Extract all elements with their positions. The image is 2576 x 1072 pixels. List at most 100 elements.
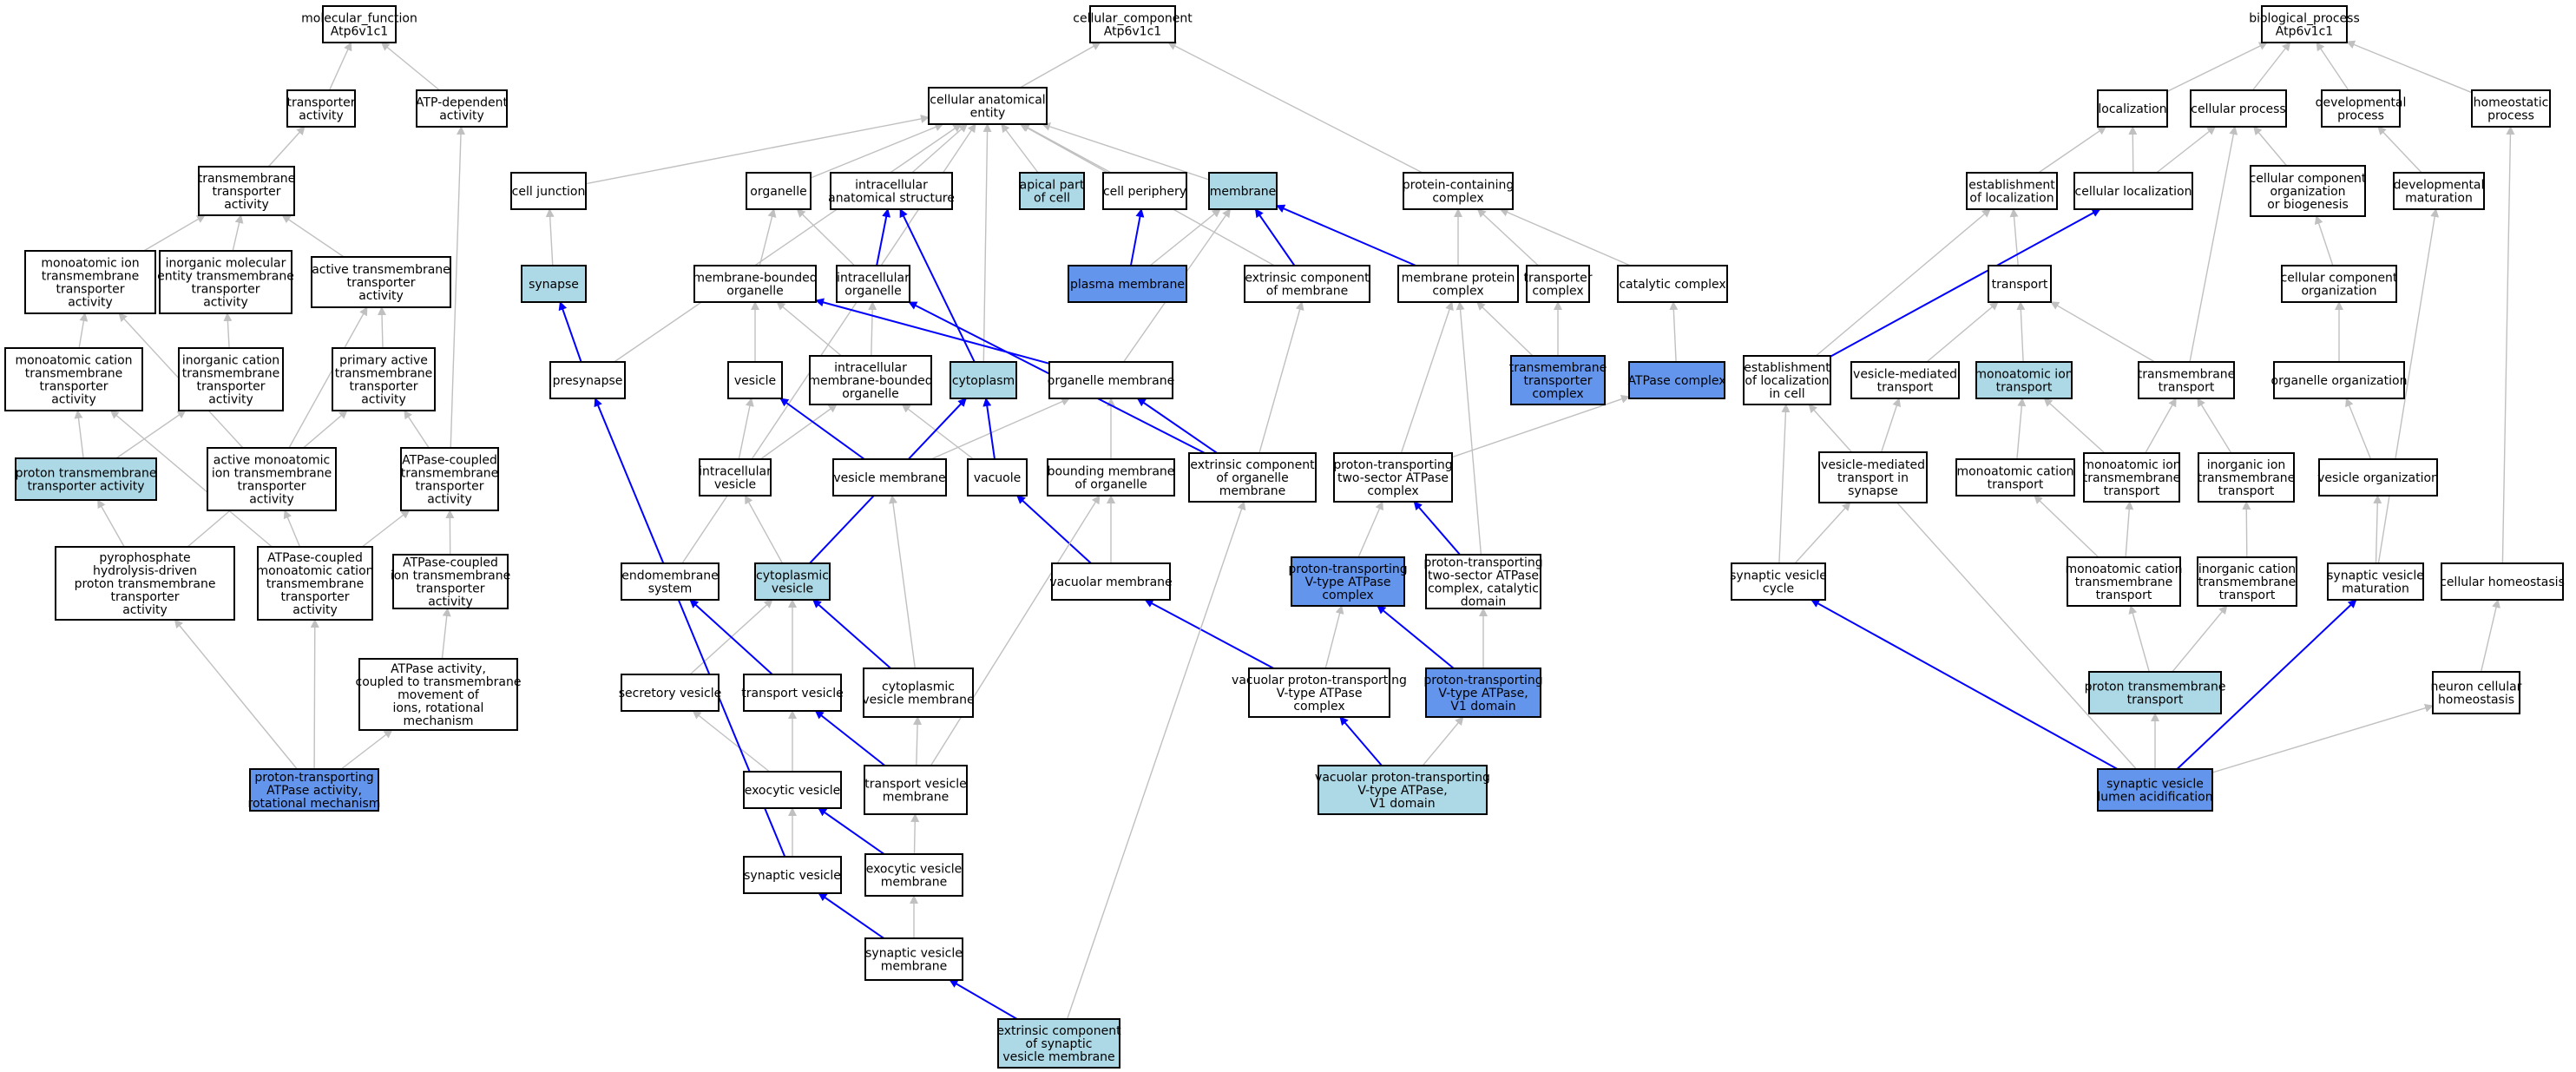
node-presynapse[interactable]: presynapse: [549, 361, 626, 399]
node-synaptic-vesicle[interactable]: synaptic vesicle: [743, 856, 842, 894]
node-exocytic-vesicle[interactable]: exocytic vesicle: [743, 771, 842, 809]
node-organelle-membrane[interactable]: organelle membrane: [1048, 361, 1174, 399]
node-transport-vesicle[interactable]: transport vesicle: [741, 674, 844, 712]
node-vacuolar-membrane[interactable]: vacuolar membrane: [1049, 562, 1173, 601]
node-atpase-coupled-tm[interactable]: ATPase-coupledtransmembranetransporterac…: [400, 447, 499, 511]
node-label-line: two-sector ATPase: [1337, 471, 1449, 485]
node-cellular-homeostasis[interactable]: cellular homeostasis: [2440, 562, 2565, 601]
node-organelle[interactable]: organelle: [746, 172, 812, 210]
node-label-line: entity transmembrane: [157, 270, 294, 284]
node-label-line: activity: [292, 603, 338, 617]
node-monoatomic-ion-tm[interactable]: monoatomic iontransmembranetransporterac…: [24, 250, 156, 314]
node-cytoplasm[interactable]: cytoplasm: [950, 361, 1017, 399]
node-vesicle-membrane[interactable]: vesicle membrane: [832, 458, 947, 497]
edge-primary_active_tm-to-active_tm_transporter: [378, 306, 387, 349]
node-transport[interactable]: transport: [1988, 265, 2052, 303]
node-membrane[interactable]: membrane: [1208, 172, 1278, 210]
node-vacuole[interactable]: vacuole: [967, 458, 1028, 497]
node-secretory-vesicle[interactable]: secretory vesicle: [619, 674, 722, 712]
node-atpase-complex[interactable]: ATPase complex: [1627, 361, 1726, 399]
node-localization[interactable]: localization: [2097, 89, 2168, 128]
node-vesicle-organization[interactable]: vesicle organization: [2317, 458, 2439, 497]
node-cell-periphery[interactable]: cell periphery: [1102, 172, 1187, 210]
node-organelle-organization[interactable]: organelle organization: [2271, 361, 2408, 399]
node-box: [1248, 668, 1390, 718]
node-vesicle[interactable]: vesicle: [727, 361, 783, 399]
node-cell-junction[interactable]: cell junction: [510, 172, 587, 210]
node-inorganic-cation-tm[interactable]: inorganic cationtransmembranetransporter…: [178, 347, 284, 411]
node-synapse[interactable]: synapse: [521, 265, 587, 303]
node-plasma-membrane[interactable]: plasma membrane: [1068, 265, 1187, 303]
node-atpase-activity-coupled[interactable]: ATPase activity,coupled to transmembrane…: [356, 658, 522, 731]
node-monoatomic-cation-tm[interactable]: monoatomic cationtransmembranetransporte…: [4, 347, 143, 411]
node-catalytic-complex[interactable]: catalytic complex: [1617, 265, 1728, 303]
node-primary-active-tm[interactable]: primary activetransmembranetransporterac…: [332, 347, 436, 411]
node-cellular-process[interactable]: cellular process: [2190, 89, 2287, 128]
edge-vacuolar_v1_domain-to-proton_v1_domain: [1422, 716, 1464, 766]
node-cellular-localization[interactable]: cellular localization: [2073, 172, 2193, 210]
